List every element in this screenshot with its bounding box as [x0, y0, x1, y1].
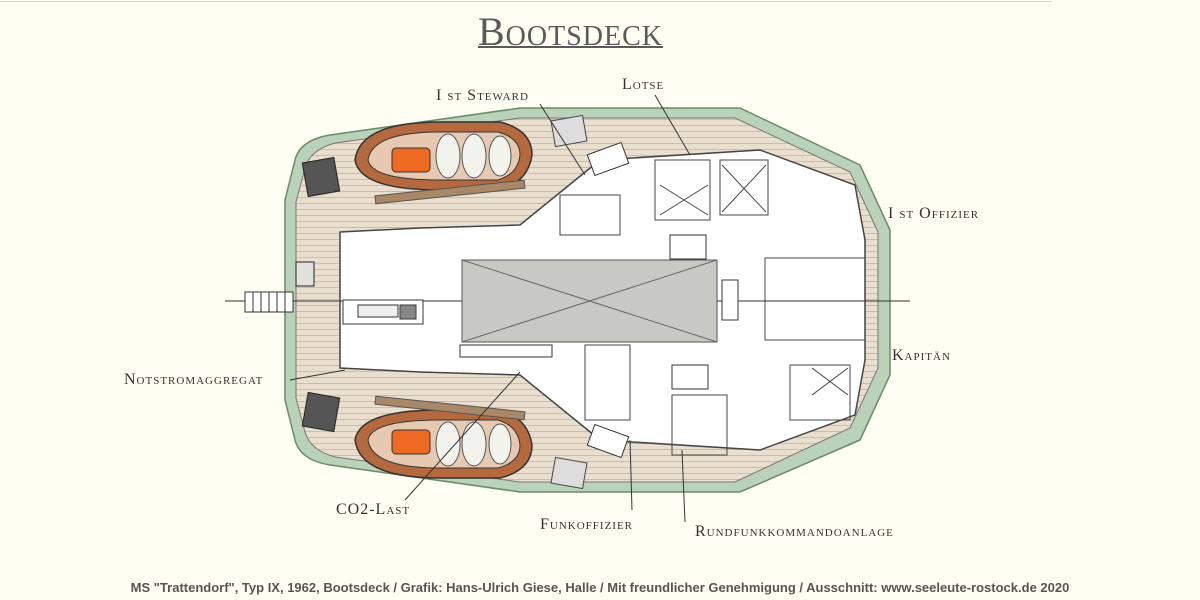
cabin-walls [559, 159, 866, 456]
co2-bottles [459, 344, 553, 358]
top-divider [0, 1, 1052, 2]
lifeboat-upper [354, 121, 533, 205]
label-offizier: I st Offizier [888, 205, 980, 222]
label-lotse: Lotse [622, 76, 665, 93]
stairs [586, 141, 739, 459]
label-steward: I st Steward [436, 87, 529, 104]
gangway-ladder [244, 291, 294, 313]
emergency-generator [342, 299, 424, 325]
label-co2: CO2-Last [336, 501, 411, 518]
liferaft-racks [550, 114, 588, 490]
label-kapitaen: Kapitän [892, 347, 951, 364]
label-funk: Funkoffizier [540, 516, 634, 533]
label-rundfunk: Rundfunkkommandoanlage [695, 523, 894, 540]
cargo-hatch [461, 259, 718, 343]
label-notstrom: Notstromaggregat [124, 371, 264, 388]
lifeboat-lower [354, 395, 533, 479]
page-title: Bootsdeck [478, 9, 664, 54]
image-caption: MS "Trattendorf", Typ IX, 1962, Bootsdec… [130, 580, 1070, 595]
leader-lines [289, 94, 691, 523]
davit-winches [295, 156, 341, 433]
